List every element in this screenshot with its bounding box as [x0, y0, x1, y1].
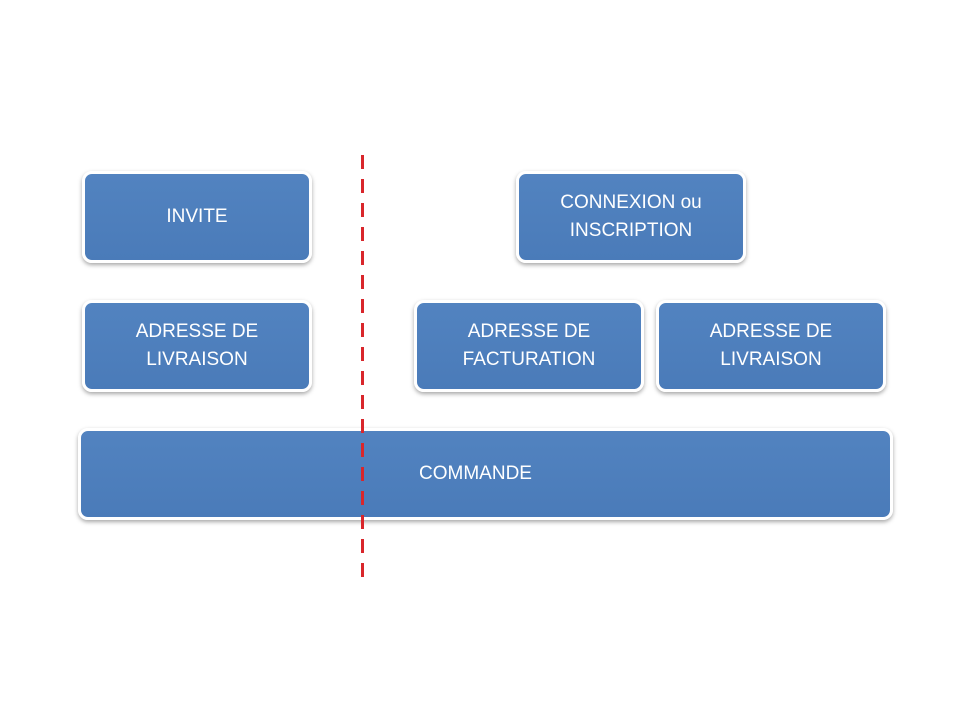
adresse-livraison-member-label: ADRESSE DE LIVRAISON: [709, 321, 833, 370]
invite-label: INVITE: [166, 206, 228, 227]
dashed-divider-line: [361, 155, 364, 580]
connexion-inscription-box: CONNEXION ou INSCRIPTION: [516, 171, 746, 263]
adresse-livraison-guest-label: ADRESSE DE LIVRAISON: [135, 321, 259, 370]
adresse-livraison-guest-box: ADRESSE DE LIVRAISON: [82, 300, 312, 392]
connexion-inscription-label: CONNEXION ou INSCRIPTION: [560, 192, 702, 241]
adresse-facturation-label: ADRESSE DE FACTURATION: [462, 321, 596, 370]
commande-box: COMMANDE: [78, 428, 893, 520]
adresse-livraison-member-box: ADRESSE DE LIVRAISON: [656, 300, 886, 392]
commande-label: COMMANDE: [419, 463, 532, 484]
invite-box: INVITE: [82, 171, 312, 263]
adresse-facturation-box: ADRESSE DE FACTURATION: [414, 300, 644, 392]
